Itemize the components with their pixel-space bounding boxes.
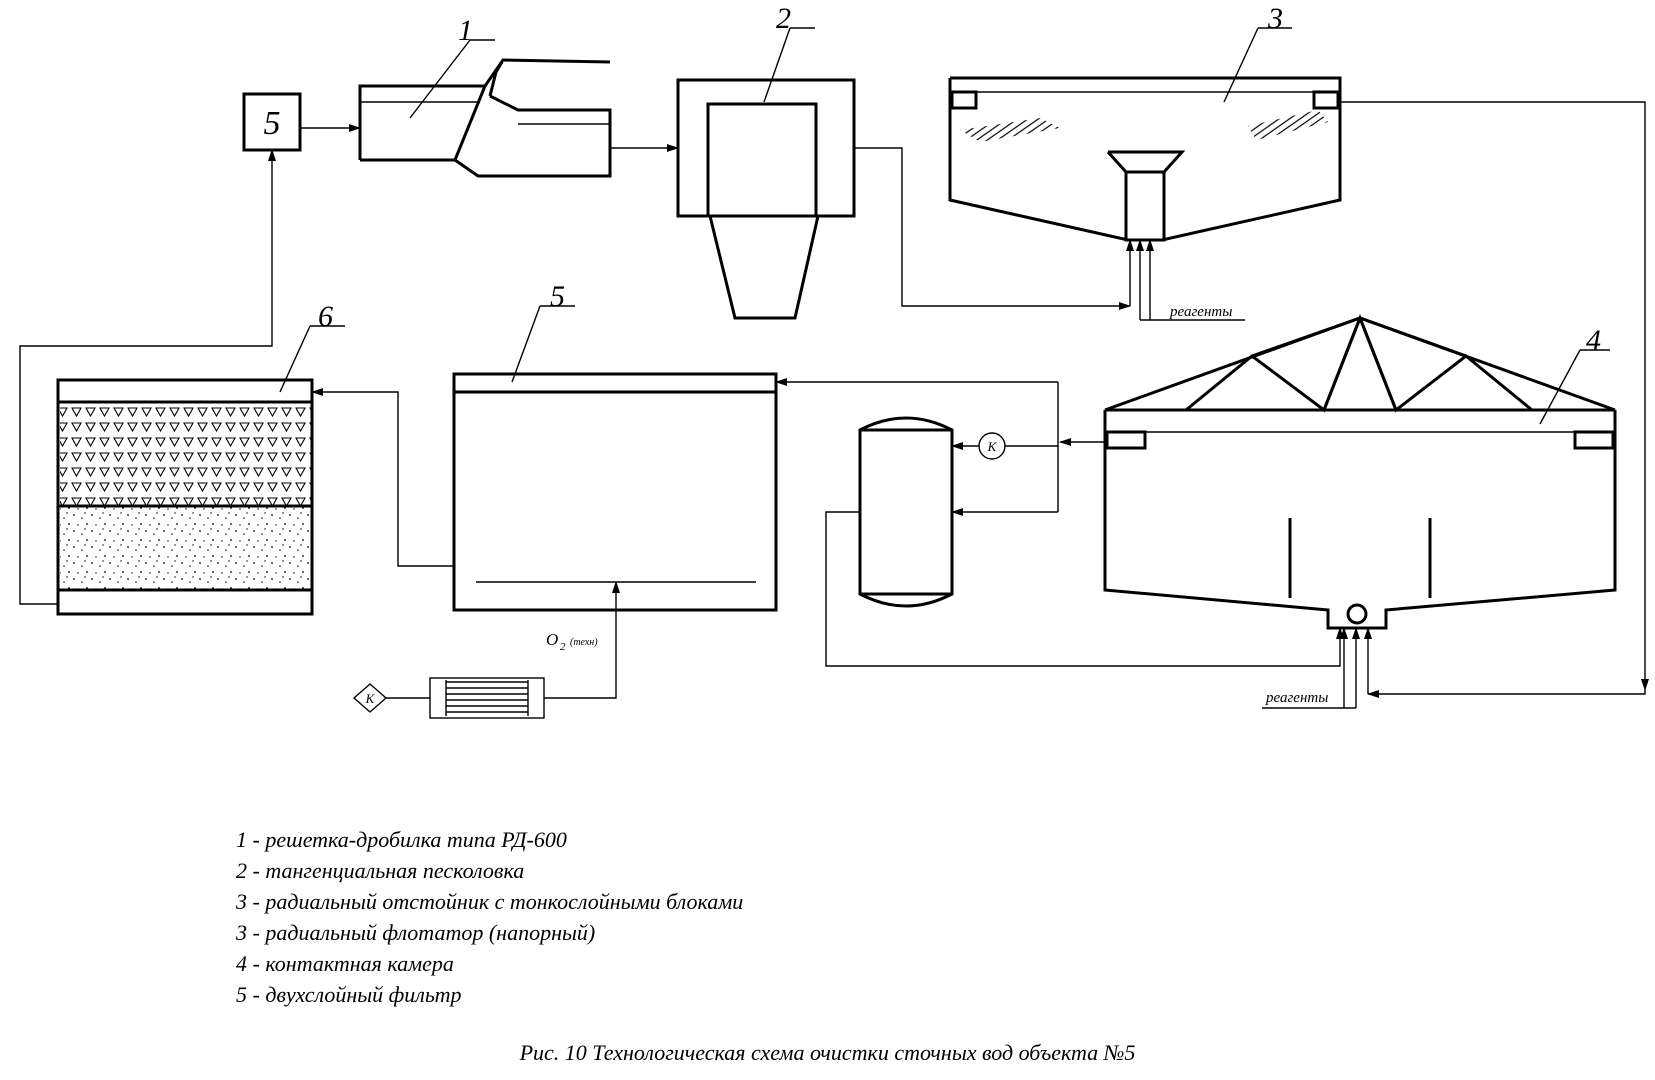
- legend: 1 - решетка-дробилка типа РД-600 2 - тан…: [236, 824, 743, 1010]
- unit-5-box-label: 5: [264, 105, 281, 142]
- unit-3-number: 3: [1267, 2, 1283, 35]
- unit-6-number: 6: [318, 300, 333, 333]
- reagents-label-bottom: реагенты: [1265, 690, 1328, 706]
- unit-2-sand-trap: 2: [676, 2, 856, 320]
- legend-item-4: 3 - радиальный флотатор (напорный): [236, 920, 596, 945]
- unit-4-number: 4: [1586, 324, 1601, 357]
- unit-4-contact-chamber: 4: [1103, 313, 1617, 630]
- legend-item-5: 4 - контактная камера: [236, 951, 454, 976]
- legend-item-3: 3 - радиальный отстойник с тонкослойными…: [236, 889, 744, 914]
- unit-5-tank: 5: [452, 280, 778, 612]
- o2-symbol: O: [546, 630, 558, 649]
- o2-subscript: 2: [560, 641, 566, 653]
- air-compressor: [386, 677, 545, 719]
- unit-3-radial-settler: 3: [948, 2, 1342, 242]
- o2-label: O 2 (техн): [546, 630, 598, 653]
- unit-5-number: 5: [550, 280, 565, 313]
- legend-item-2: 2 - тангенциальная песколовка: [236, 858, 525, 883]
- k-symbol-circle: K: [978, 432, 1006, 460]
- figure-caption: Рис. 10 Технологическая схема очистки ст…: [519, 1040, 1136, 1065]
- unit-5-box: 5: [242, 92, 302, 152]
- reagents-label-top: реагенты: [1169, 304, 1232, 320]
- k-symbol-diamond: K: [352, 683, 388, 713]
- unit-1-number: 1: [458, 14, 473, 47]
- o2-note: (техн): [570, 637, 598, 648]
- flow-lines: [19, 101, 1649, 709]
- unit-1-grate-crusher: 1: [358, 14, 612, 178]
- vertical-vessel: [858, 416, 954, 608]
- legend-item-1: 1 - решетка-дробилка типа РД-600: [236, 827, 567, 852]
- k-symbol-circle-label: K: [987, 439, 998, 454]
- unit-6-filter: 6: [56, 300, 345, 616]
- unit-2-number: 2: [776, 2, 791, 35]
- legend-item-6: 5 - двухслойный фильтр: [236, 982, 462, 1007]
- k-symbol-diamond-label: K: [365, 691, 376, 706]
- process-flow-diagram: 5 1 2 3: [19, 2, 1649, 719]
